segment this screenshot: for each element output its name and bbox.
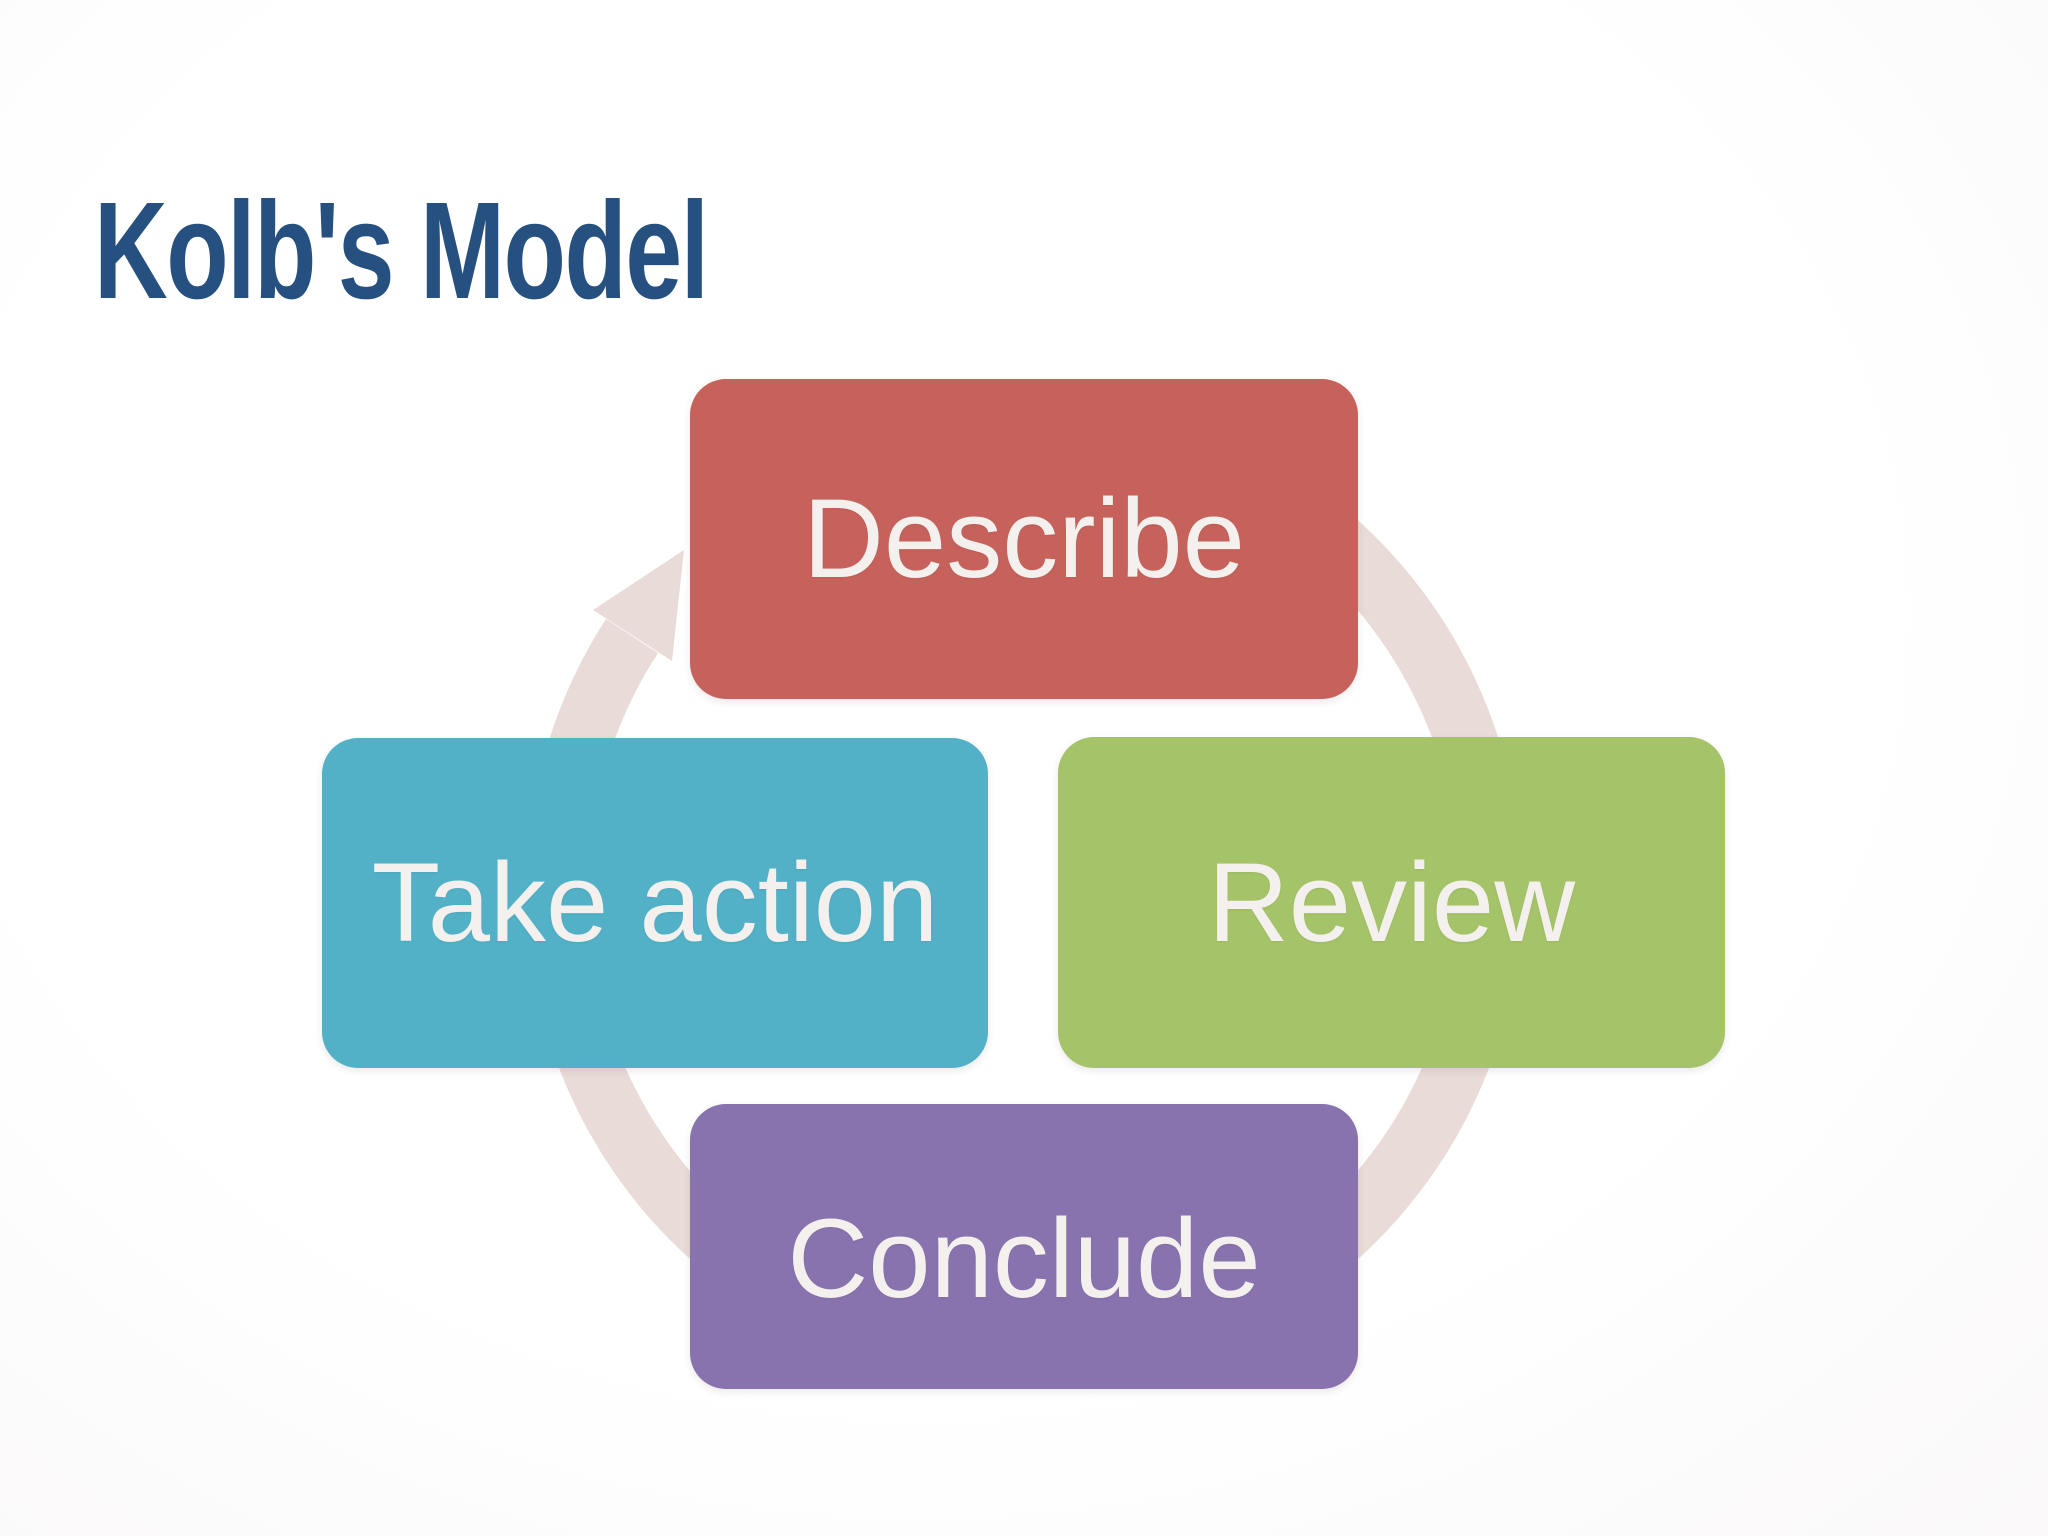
- cycle-arrowhead-icon: [593, 550, 684, 661]
- step-take-action: Take action: [322, 738, 988, 1068]
- step-conclude-label: Conclude: [787, 1195, 1261, 1321]
- step-describe-label: Describe: [803, 476, 1245, 601]
- step-review-label: Review: [1207, 839, 1576, 965]
- step-describe: Describe: [690, 379, 1358, 699]
- step-take-action-label: Take action: [371, 840, 939, 965]
- step-review: Review: [1058, 737, 1725, 1068]
- slide-title: Kolb's Model: [94, 174, 709, 328]
- step-conclude: Conclude: [690, 1104, 1358, 1389]
